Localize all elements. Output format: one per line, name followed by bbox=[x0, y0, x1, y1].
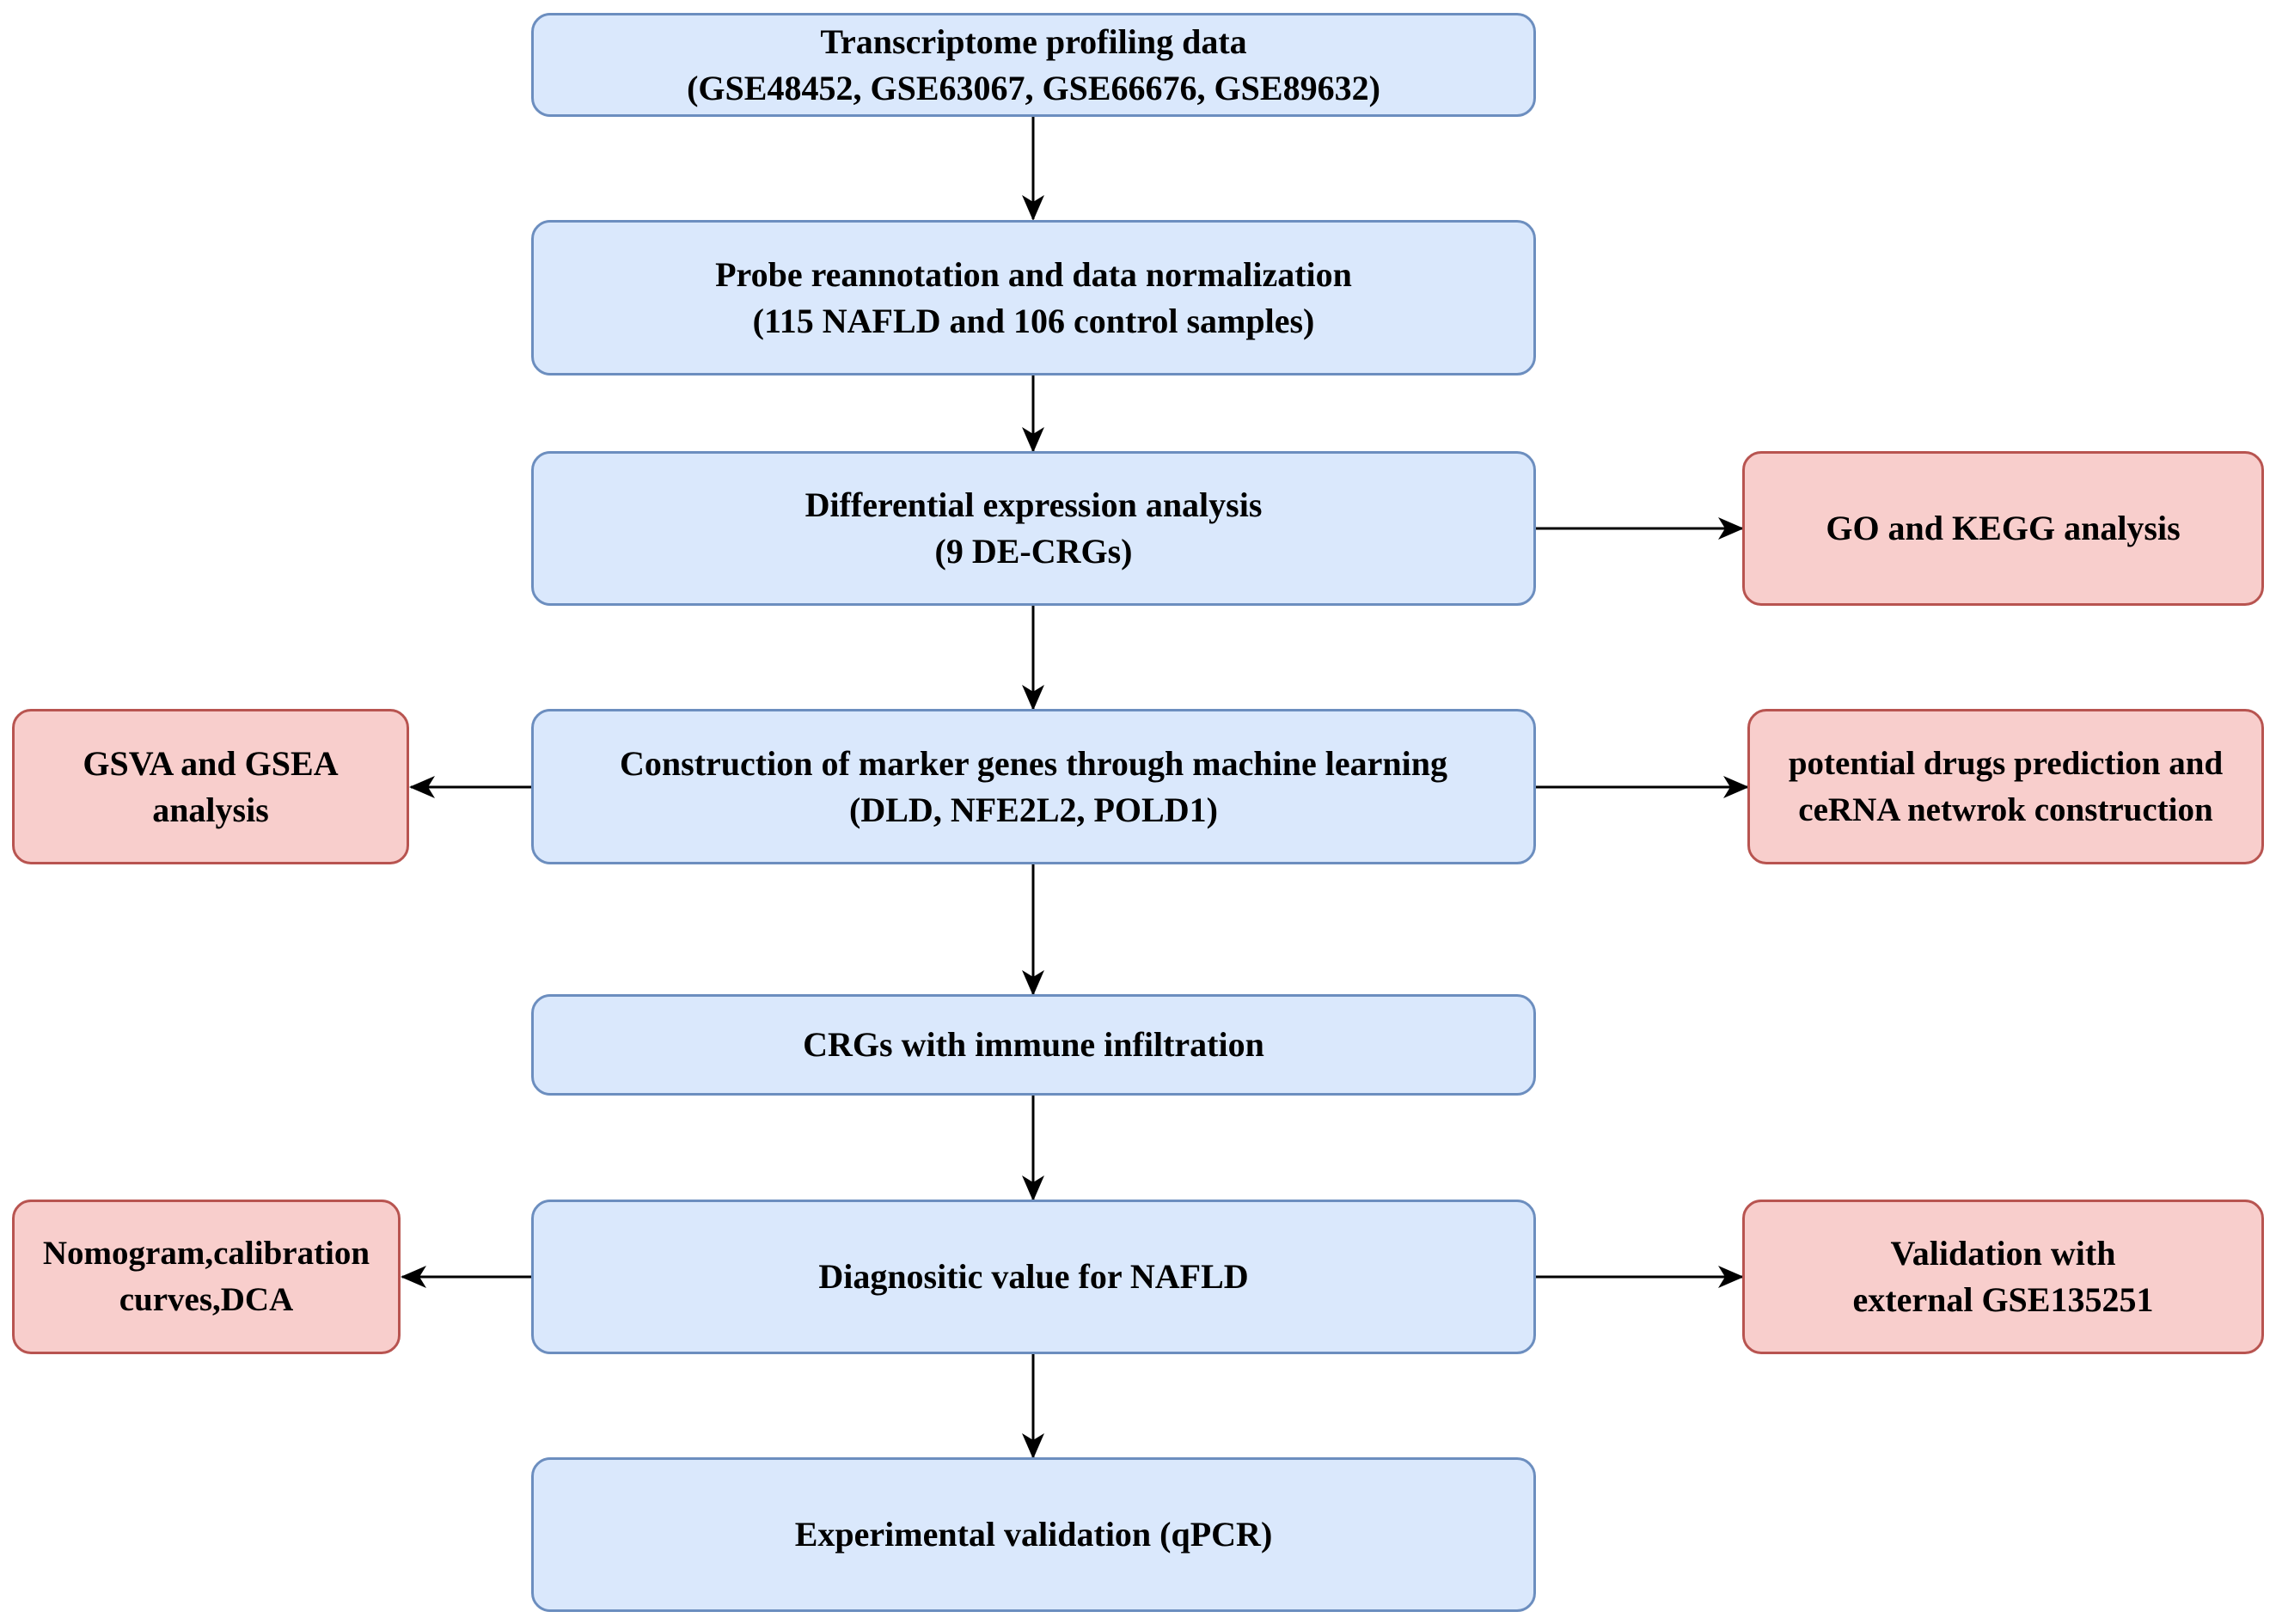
step-title: Differential expression analysis bbox=[805, 485, 1263, 524]
side-box-label-2: external GSE135251 bbox=[1852, 1280, 2154, 1319]
side-box-label: GSVA and GSEA bbox=[83, 743, 339, 783]
step-transcriptome-profiling: Transcriptome profiling data (GSE48452, … bbox=[531, 13, 1536, 117]
step-subtitle: (DLD, NFE2L2, POLD1) bbox=[849, 790, 1218, 829]
step-experimental-validation: Experimental validation (qPCR) bbox=[531, 1457, 1536, 1612]
step-probe-reannotation: Probe reannotation and data normalizatio… bbox=[531, 220, 1536, 375]
side-go-kegg-analysis: GO and KEGG analysis bbox=[1742, 451, 2264, 606]
step-subtitle: (115 NAFLD and 106 control samples) bbox=[752, 301, 1315, 340]
step-differential-expression: Differential expression analysis (9 DE-C… bbox=[531, 451, 1536, 606]
step-title: Probe reannotation and data normalizatio… bbox=[715, 254, 1352, 294]
side-drugs-cerna-construction: potential drugs prediction and ceRNA net… bbox=[1747, 709, 2264, 864]
side-box-label: Validation with bbox=[1890, 1234, 2116, 1273]
side-box-label-2: analysis bbox=[152, 790, 269, 829]
step-title: Experimental validation (qPCR) bbox=[794, 1515, 1273, 1554]
step-subtitle: (GSE48452, GSE63067, GSE66676, GSE89632) bbox=[687, 68, 1380, 107]
step-title: Construction of marker genes through mac… bbox=[620, 743, 1447, 783]
step-marker-gene-construction: Construction of marker genes through mac… bbox=[531, 709, 1536, 864]
side-box-label: potential drugs prediction and bbox=[1788, 744, 2224, 782]
side-box-label-2: curves,DCA bbox=[119, 1281, 294, 1318]
side-box-label: GO and KEGG analysis bbox=[1826, 509, 2181, 547]
side-box-label: Nomogram,calibration bbox=[42, 1235, 370, 1272]
step-title: CRGs with immune infiltration bbox=[803, 1025, 1264, 1064]
step-diagnostic-value: Diagnositic value for NAFLD bbox=[531, 1200, 1536, 1354]
side-validation-external: Validation with external GSE135251 bbox=[1742, 1200, 2264, 1354]
step-immune-infiltration: CRGs with immune infiltration bbox=[531, 994, 1536, 1096]
step-title: Diagnositic value for NAFLD bbox=[818, 1257, 1249, 1296]
step-title: Transcriptome profiling data bbox=[820, 21, 1247, 61]
side-box-label-2: ceRNA netwrok construction bbox=[1798, 791, 2213, 828]
step-subtitle: (9 DE-CRGs) bbox=[934, 532, 1133, 571]
side-nomogram-calibration: Nomogram,calibration curves,DCA bbox=[12, 1200, 401, 1354]
side-gsva-gsea-analysis: GSVA and GSEA analysis bbox=[12, 709, 409, 864]
